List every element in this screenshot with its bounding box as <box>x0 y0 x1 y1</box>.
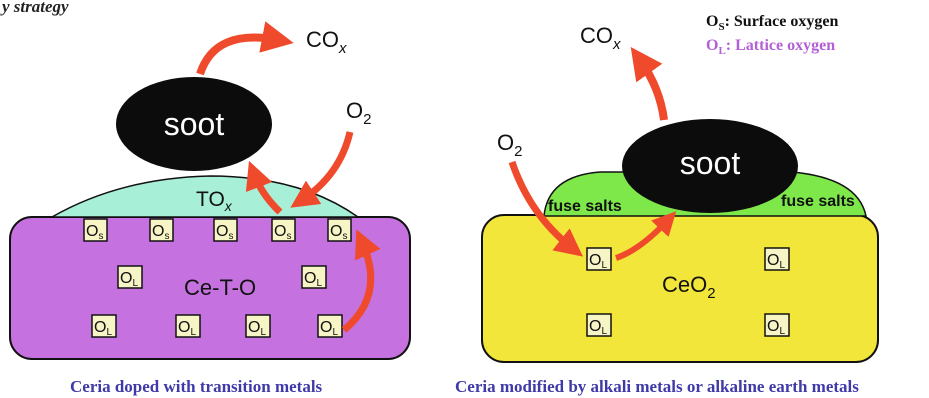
left-caption: Ceria doped with transition metals <box>70 377 323 396</box>
header-fragment: y strategy <box>0 0 69 16</box>
lattice-site: OL <box>586 313 612 337</box>
surface-site: Os <box>83 218 108 242</box>
surface-site: Os <box>149 218 174 242</box>
right-arrow-o2-in <box>508 160 584 257</box>
surface-site: Os <box>271 218 296 242</box>
left-soot <box>116 77 272 171</box>
left-overlayer <box>49 175 361 218</box>
svg-text:Os: Os <box>152 223 169 242</box>
svg-text:OL: OL <box>248 319 266 338</box>
left-arrow-soot-to-cox <box>196 21 294 76</box>
left-panel: soot TOx Ce-T-O Os Os Os Os <box>9 21 411 396</box>
svg-text:OL: OL <box>304 270 322 289</box>
lattice-site: OL <box>91 314 117 338</box>
lattice-site: OL <box>764 247 790 271</box>
svg-text:OL: OL <box>94 319 112 338</box>
right-soot <box>622 119 798 213</box>
left-product-label: COx <box>306 27 347 57</box>
svg-text:OL: OL <box>589 318 607 337</box>
left-substrate-label: Ce-T-O <box>184 275 256 300</box>
right-product-label: COx <box>580 23 621 53</box>
right-caption: Ceria modified by alkali metals or alkal… <box>455 377 859 396</box>
legend: OS: Surface oxygen OL: Lattice oxygen <box>706 13 838 57</box>
left-surface-sites: Os Os Os Os Os <box>83 218 352 242</box>
right-salt-label-left: fuse salts <box>548 198 622 215</box>
left-arrow-site-to-soot <box>245 160 283 215</box>
left-soot-label: soot <box>164 106 225 142</box>
svg-text:OL: OL <box>767 252 785 271</box>
legend-lattice: OL: Lattice oxygen <box>706 37 835 57</box>
legend-surface: OS: Surface oxygen <box>706 13 838 33</box>
right-lattice-sites: OL OL OL OL <box>586 247 790 337</box>
lattice-site: OL <box>764 313 790 337</box>
svg-text:Os: Os <box>274 223 291 242</box>
lattice-site: OL <box>175 314 201 338</box>
lattice-site: OL <box>301 265 327 289</box>
surface-site: Os <box>213 218 238 242</box>
left-lattice-sites: OL OL OL OL OL OL <box>91 265 343 338</box>
lattice-site: OL <box>586 247 612 271</box>
right-panel: soot fuse salts fuse salts CeO2 OL OL OL <box>455 23 879 396</box>
svg-text:OL: OL <box>178 319 196 338</box>
right-salt-label-right: fuse salts <box>781 193 855 210</box>
lattice-site: OL <box>245 314 271 338</box>
svg-text:Os: Os <box>330 223 347 242</box>
left-overlayer-label: TOx <box>196 188 233 214</box>
right-substrate-label: CeO2 <box>662 272 716 302</box>
left-arrow-o2-in <box>290 131 354 208</box>
svg-text:OL: OL <box>120 270 138 289</box>
svg-text:OL: OL <box>767 318 785 337</box>
lattice-site: OL <box>317 314 343 338</box>
lattice-site: OL <box>117 265 143 289</box>
svg-text:OL: OL <box>589 252 607 271</box>
right-soot-label: soot <box>680 145 741 181</box>
svg-text:Os: Os <box>86 223 103 242</box>
right-oxidant-label: O2 <box>497 130 522 160</box>
svg-text:OL: OL <box>320 319 338 338</box>
right-arrow-soot-to-cox <box>630 46 668 121</box>
left-arrow-lattice-migration <box>341 229 381 333</box>
svg-text:Os: Os <box>216 223 233 242</box>
right-arrow-site-to-soot <box>614 211 677 261</box>
surface-site: Os <box>327 218 352 242</box>
left-oxidant-label: O2 <box>346 98 371 128</box>
